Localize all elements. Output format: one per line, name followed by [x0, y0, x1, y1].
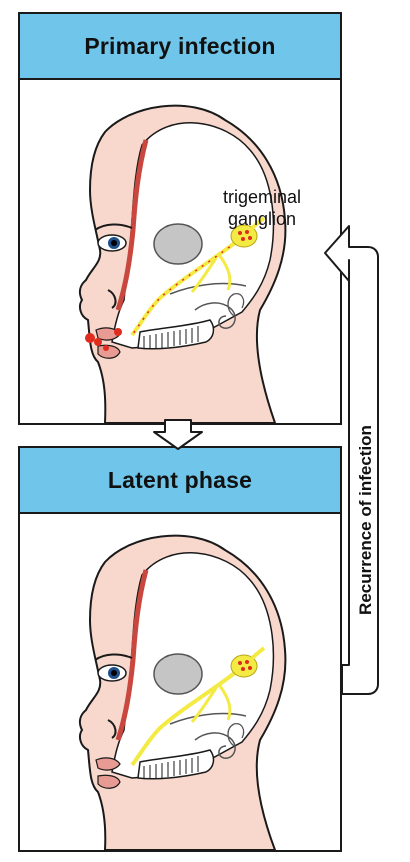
primary-infection-illustration: trigeminal ganglion — [20, 80, 340, 423]
primary-infection-title: Primary infection — [20, 14, 340, 80]
latent-phase-title: Latent phase — [20, 448, 340, 514]
latent-phase-panel: Latent phase — [18, 446, 342, 852]
recurrence-label: Recurrence of infection — [356, 425, 375, 615]
latent-phase-illustration — [20, 514, 340, 850]
primary-infection-panel: Primary infection — [18, 12, 342, 425]
head-illustration-top — [78, 104, 287, 423]
trigeminal-ganglion-label: trigeminal ganglion — [222, 187, 302, 229]
recurrence-label-box: Recurrence of infection — [351, 350, 381, 690]
head-illustration-bottom — [78, 534, 287, 850]
